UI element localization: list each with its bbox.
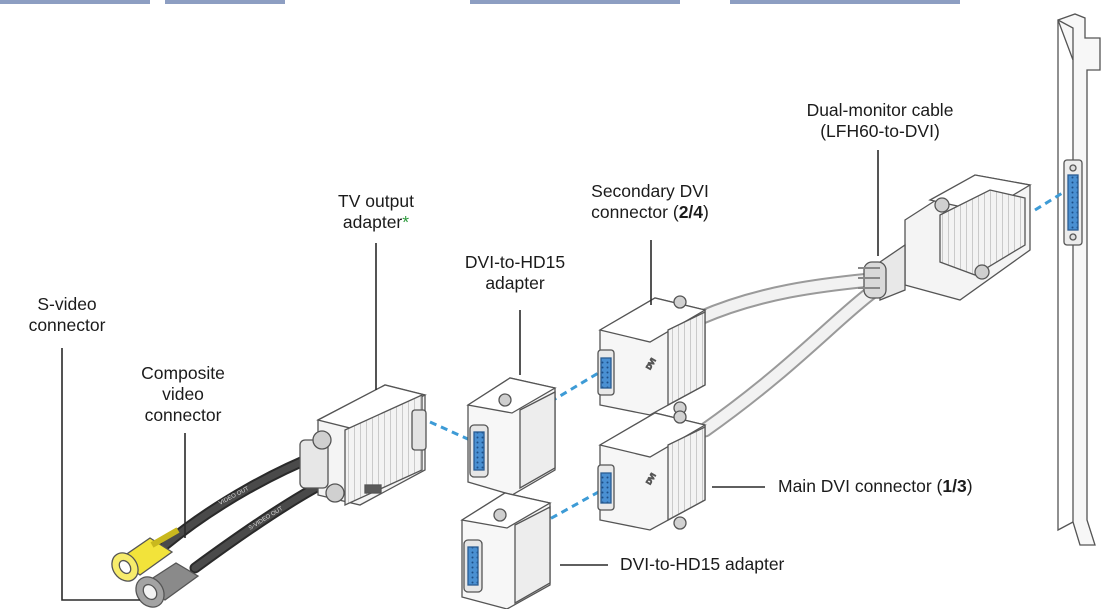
- link-cable-to-card: [1034, 190, 1065, 212]
- main-dvi-head: DVI: [597, 410, 707, 531]
- dual-monitor-cable: [692, 272, 880, 438]
- label-secondary-dvi-connector: Secondary DVI connector (2/4): [591, 181, 709, 222]
- secondary-dvi-label-suffix: ): [703, 202, 709, 222]
- dvi-to-hd15-adapter-bottom: [460, 492, 552, 609]
- footnote-star: *: [402, 212, 410, 232]
- label-composite-video-connector: Composite video connector: [141, 363, 225, 425]
- lfh60-connector: [858, 174, 1032, 301]
- graphics-card-bracket: [1057, 13, 1101, 546]
- label-dvi-to-hd15-adapter-top: DVI-to-HD15 adapter: [464, 252, 566, 293]
- leader-s-video: [61, 348, 140, 601]
- main-dvi-label-suffix: ): [966, 476, 973, 496]
- label-tv-output-adapter: TV output adapter*: [338, 191, 414, 232]
- label-s-video-connector: S-video connector: [28, 294, 106, 335]
- secondary-dvi-head: DVI: [597, 295, 707, 416]
- secondary-dvi-number: 2/4: [678, 202, 704, 222]
- label-main-dvi-connector: Main DVI connector (1/3): [778, 476, 1078, 497]
- svg-text:S-VIDEO OUT: S-VIDEO OUT: [248, 506, 285, 532]
- tv-adapter-label-line2: adapter: [342, 212, 403, 232]
- header-band: [0, 0, 1000, 7]
- label-dual-monitor-cable: Dual-monitor cable (LFH60-to-DVI): [806, 100, 954, 141]
- label-dvi-to-hd15-adapter-bottom: DVI-to-HD15 adapter: [620, 554, 785, 574]
- dvi-to-hd15-adapter-top: [466, 377, 557, 496]
- link-tv-adapter-to-hd15: [429, 420, 471, 442]
- main-dvi-label-prefix: Main DVI connector (: [778, 476, 943, 496]
- leader-lines: [61, 150, 879, 601]
- tv-output-adapter-body: [299, 384, 427, 507]
- composite-video-plug: [111, 527, 180, 582]
- secondary-dvi-label-prefix: connector (: [591, 202, 679, 222]
- s-video-plug: [135, 562, 200, 608]
- main-dvi-number: 1/3: [942, 476, 967, 496]
